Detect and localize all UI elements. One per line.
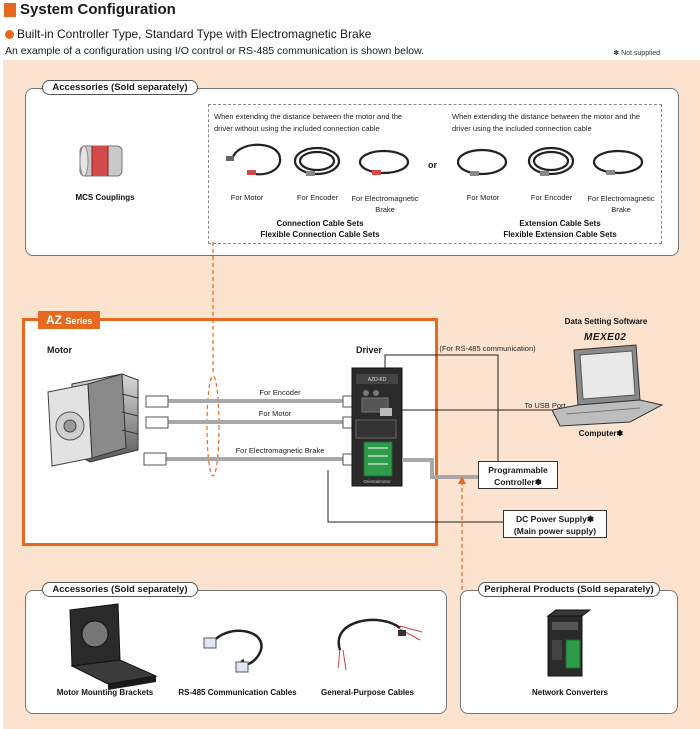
programmable-controller: Programmable Controller✽ (478, 461, 558, 489)
cable-icon-encoder-left (293, 146, 341, 176)
left-group-description: When extending the distance between the … (214, 112, 403, 133)
network-converter-image (546, 609, 592, 677)
motor-cable-label: For Motor (258, 409, 292, 418)
left-caption-line2: Flexible Connection Cable Sets (260, 230, 380, 239)
power-line1: DC Power Supply✽ (516, 514, 594, 524)
right-cable-brake-label: For Electromagnetic Brake (587, 194, 655, 214)
cable-icon-motor-left (226, 143, 282, 176)
left-group-caption: Connection Cable Sets Flexible Connectio… (245, 218, 395, 240)
power-line2: (Main power supply) (513, 526, 597, 536)
dc-power-supply: DC Power Supply✽ (Main power supply) (503, 510, 607, 538)
az-series-tag: AZ Series (38, 311, 101, 329)
page-subtitle: Built-in Controller Type, Standard Type … (5, 27, 371, 41)
intro-text: An example of a configuration using I/O … (5, 45, 425, 57)
right-cable-encoder-label: For Encoder (530, 193, 573, 202)
right-caption-line2: Flexible Extension Cable Sets (503, 230, 617, 239)
bottom-accessories-heading: Accessories (Sold separately) (42, 582, 198, 597)
plc-line2: Controller✽ (494, 477, 542, 487)
general-purpose-cable-image (337, 618, 423, 671)
computer-laptop-image (551, 344, 664, 427)
cable-icon-brake-right (592, 149, 644, 175)
driver-brand-text: Orientalmotor (363, 479, 391, 484)
software-label: Data Setting Software (564, 317, 648, 326)
computer-label: Computer✽ (578, 429, 624, 438)
stepping-motor-image (47, 373, 139, 467)
not-supplied-note: ✽ Not supplied (613, 50, 660, 57)
rs485-cable-image (203, 629, 263, 673)
driver-model-text: AZD-KD (368, 377, 387, 383)
left-caption-line1: Connection Cable Sets (276, 219, 364, 228)
general-cables-label: General-Purpose Cables (321, 688, 414, 697)
usb-port-label: To USB Port (524, 401, 566, 410)
cable-icon-encoder-right (527, 146, 575, 176)
az-series-name: AZ (46, 313, 62, 327)
top-accessories-panel (25, 88, 679, 256)
cable-icon-brake-left (358, 149, 410, 175)
brake-cable-label: For Electromagnetic Brake (235, 446, 325, 455)
mounting-bracket-image (69, 603, 158, 690)
left-cable-brake-label: For Electromagnetic Brake (351, 194, 419, 214)
top-accessories-heading: Accessories (Sold separately) (42, 80, 198, 95)
subtitle-text: Built-in Controller Type, Standard Type … (17, 27, 372, 41)
or-label: or (428, 160, 437, 170)
encoder-cable-label: For Encoder (259, 388, 301, 397)
plc-line1: Programmable (488, 465, 548, 475)
coupling-icon (79, 145, 123, 177)
cable-extension-marker (206, 242, 220, 477)
peripheral-heading: Peripheral Products (Sold separately) (478, 582, 660, 597)
software-name: MEXE02 (584, 332, 627, 343)
page-title: System Configuration (4, 1, 176, 18)
title-marker-icon (4, 2, 16, 17)
right-caption-line1: Extension Cable Sets (519, 219, 601, 228)
driver-unit-image: AZD-KD Orientalmotor (351, 367, 403, 487)
motor-driver-cables (143, 395, 354, 466)
rs485-cables-label: RS-485 Communication Cables (178, 688, 297, 697)
right-cable-motor-label: For Motor (466, 193, 500, 202)
title-text: System Configuration (20, 1, 176, 18)
right-group-caption: Extension Cable Sets Flexible Extension … (485, 218, 635, 240)
left-cable-encoder-label: For Encoder (296, 193, 339, 202)
az-series-suffix: Series (65, 316, 93, 326)
rs485-note: (For RS-485 communication) (439, 344, 536, 353)
system-connection-lines (327, 354, 552, 590)
right-group-description: When extending the distance between the … (452, 112, 641, 133)
driver-label: Driver (356, 345, 383, 355)
couplings-label: MCS Couplings (75, 193, 135, 202)
motor-label: Motor (47, 345, 72, 355)
left-cable-motor-label: For Motor (230, 193, 264, 202)
network-converters-label: Network Converters (531, 688, 609, 697)
cable-sets-area (208, 104, 662, 244)
mounting-brackets-label: Motor Mounting Brackets (56, 688, 154, 697)
cable-icon-motor-right (456, 148, 508, 176)
bullet-icon (5, 29, 14, 39)
